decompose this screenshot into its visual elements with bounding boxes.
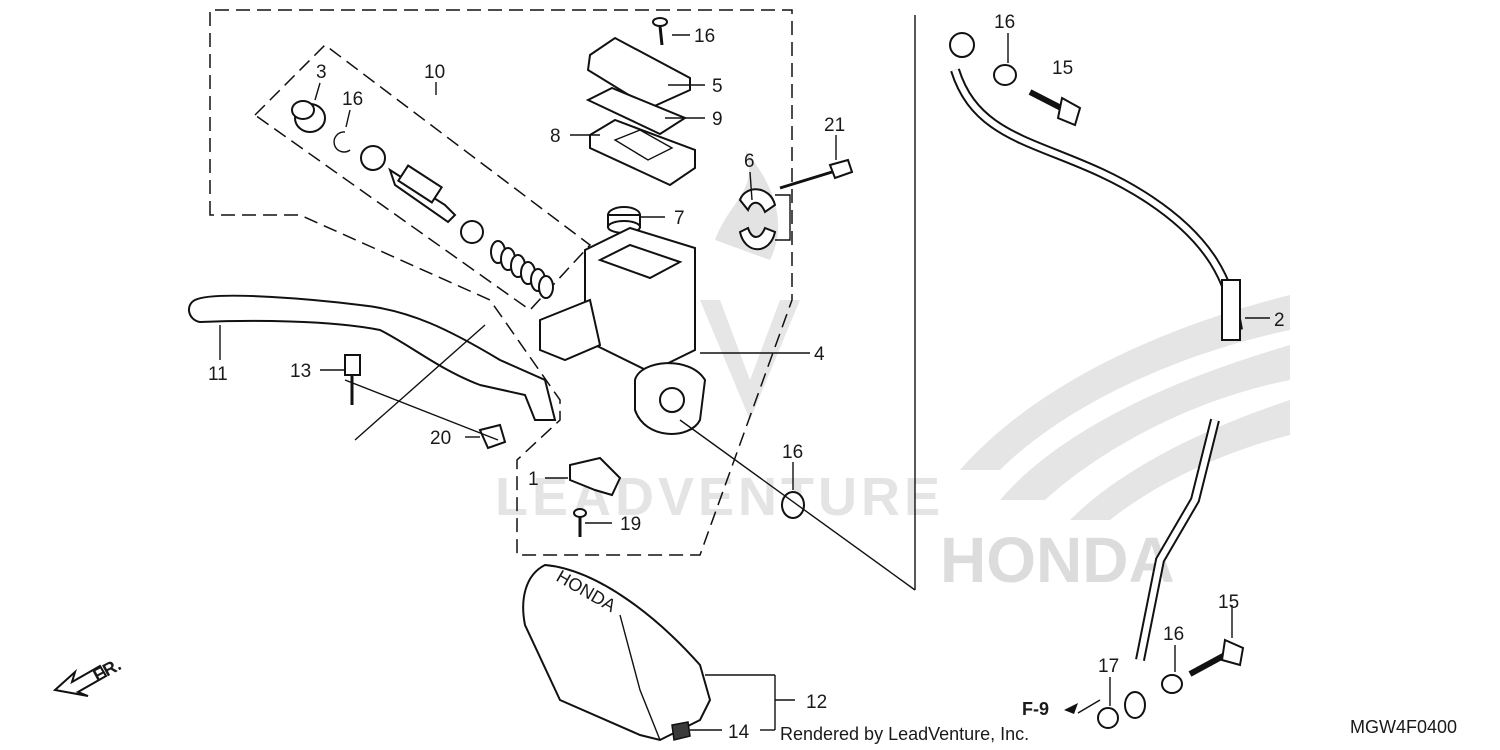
banjo-bolt-part-15-bottom [1188,638,1245,677]
assembly-frame-10 [253,44,592,311]
leader-lines [219,33,1270,731]
callout-8: 8 [550,126,561,147]
pivot-bolt-part-13 [344,354,361,405]
callout-5: 5 [712,76,723,97]
callout-16-top: 16 [994,12,1015,33]
piston-assembly [360,145,554,299]
callout-7: 7 [674,208,685,229]
callout-9: 9 [712,109,723,130]
nut-part-20 [478,423,507,450]
callout-4: 4 [814,344,825,365]
callout-14: 14 [728,722,750,743]
callout-18: 16 [694,26,715,47]
circlip-part-17 [333,131,351,153]
diagram-code: MGW4F0400 [1350,717,1457,737]
bolt-part-21 [779,158,854,190]
callout-15-top: 15 [1052,58,1073,79]
washer-part-16-lower-right [1161,674,1183,694]
banjo-bolt-part-15-top [1028,89,1082,127]
callout-17: 16 [342,89,363,110]
callout-20: 20 [430,428,451,449]
callout-2: 2 [1274,310,1285,331]
master-cylinder-part-4 [539,226,707,435]
hand-guard-part-12: HONDA [522,563,712,742]
render-credit: Rendered by LeadVenture, Inc. [780,724,1029,744]
washer-part-16-top [993,64,1017,86]
callout-6: 6 [744,151,755,172]
callout-16-lower-left: 17 [1098,656,1119,677]
washer-part-16-lower-left [1097,707,1119,729]
brake-lever-part-11 [188,294,557,421]
callout-21: 21 [824,115,845,136]
callout-16-center: 16 [782,442,803,463]
callout-13: 13 [290,361,311,382]
switch-part-1 [569,456,622,497]
holder-part-6 [738,188,791,251]
brake-hose-part-2 [949,32,1243,719]
callout-3: 3 [316,62,327,83]
reservoir-cap-part-5 [586,36,691,110]
reference-link[interactable]: F-9 [1022,699,1049,719]
front-arrow-icon: FR. [52,654,124,697]
assembly-frame-4 [209,9,793,556]
screw-part-18 [652,17,668,46]
reference-arrow-icon [1064,703,1078,714]
dust-boot-part-3 [291,100,326,133]
callout-16-lower-right: 16 [1163,624,1184,645]
callout-12: 12 [806,692,827,713]
callout-11: 11 [208,364,228,385]
nut-part-14 [671,721,691,741]
callout-15-bottom: 15 [1218,592,1239,613]
callout-19: 19 [620,514,641,535]
callout-1: 1 [528,469,539,490]
honda-watermark-text: HONDA [940,524,1175,596]
honda-wing-watermark: HONDA [940,295,1290,596]
screw-part-19 [573,508,587,537]
diaphragm-part-8 [589,118,696,187]
callout-10: 10 [424,62,445,83]
leadventure-watermark-text: LEADVENTURE [495,467,944,527]
